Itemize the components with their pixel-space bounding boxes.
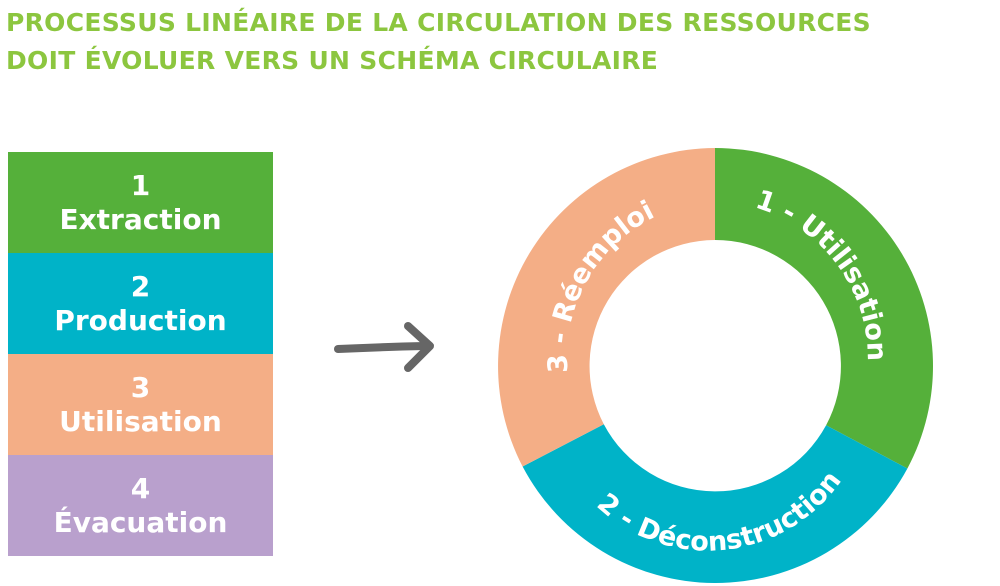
arrow-head xyxy=(404,322,434,372)
circular-process-ring: 1 - Utilisation 2 - Déconstruction 3 - R… xyxy=(498,148,933,584)
linear-process-stack: 1 Extraction 2 Production 3 Utilisation … xyxy=(8,152,273,556)
step-number: 1 xyxy=(130,168,151,202)
linear-step-production: 2 Production xyxy=(8,253,273,354)
step-label: Extraction xyxy=(59,202,222,236)
title-line-1: PROCESSUS LINÉAIRE DE LA CIRCULATION DES… xyxy=(6,8,871,37)
ring-segment-deconstruction xyxy=(522,424,908,584)
step-number: 2 xyxy=(130,269,151,303)
ring-segment-reemploi xyxy=(498,148,715,467)
title-line-2: DOIT ÉVOLUER VERS UN SCHÉMA CIRCULAIRE xyxy=(6,46,659,75)
ring-segment-utilisation xyxy=(715,148,933,469)
right-arrow-icon xyxy=(334,322,434,372)
step-number: 4 xyxy=(130,471,151,505)
step-number: 3 xyxy=(130,370,151,404)
step-label: Production xyxy=(54,303,227,337)
page-title: PROCESSUS LINÉAIRE DE LA CIRCULATION DES… xyxy=(6,4,871,80)
linear-step-utilisation: 3 Utilisation xyxy=(8,354,273,455)
linear-step-extraction: 1 Extraction xyxy=(8,152,273,253)
linear-step-evacuation: 4 Évacuation xyxy=(8,455,273,556)
arrow-shape xyxy=(334,342,429,353)
step-label: Utilisation xyxy=(59,404,222,438)
step-label: Évacuation xyxy=(53,505,228,539)
